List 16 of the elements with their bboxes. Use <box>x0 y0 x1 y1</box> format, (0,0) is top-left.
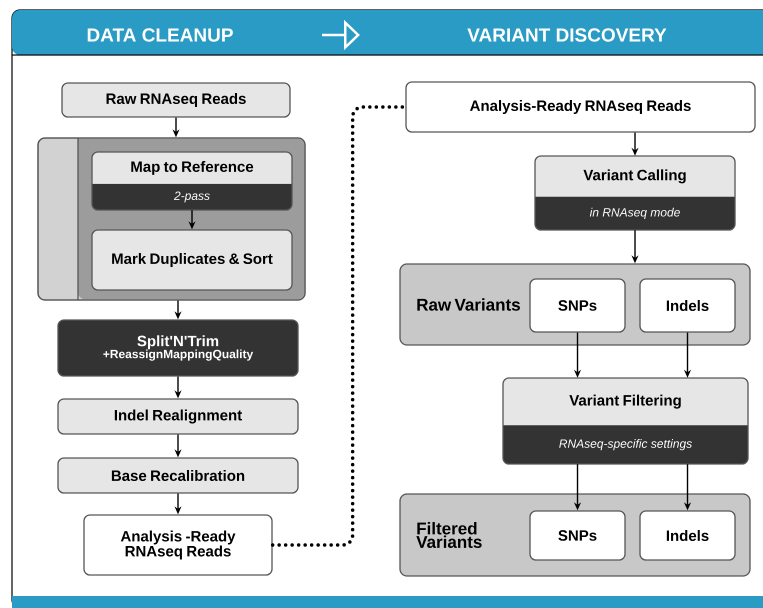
data-box: Analysis-Ready RNAseq Reads <box>405 81 756 133</box>
data-box: Indels <box>639 510 736 561</box>
step-box: Variant Filtering RNAseq-specific settings <box>502 377 749 465</box>
data-box: SNPs <box>529 278 626 333</box>
step-box: Split'N'Trim +ReassignMappingQuality <box>57 319 299 377</box>
data-box: SNPs <box>529 510 626 561</box>
step-box: Raw RNAseq Reads <box>61 82 291 118</box>
step-box: Variant Calling in RNAseq mode <box>534 155 736 231</box>
data-box: Indels <box>639 278 736 333</box>
step-box: Base Recalibration <box>57 457 299 494</box>
data-box: Analysis -Ready RNAseq Reads <box>83 514 273 576</box>
section-title: VARIANT DISCOVERY <box>467 28 666 42</box>
step-box: Mark Duplicates & Sort <box>91 229 293 291</box>
section-title: DATA CLEANUP <box>88 28 233 42</box>
step-box: Indel Realignment <box>57 398 299 435</box>
step-box: Map to Reference 2-pass <box>91 151 293 211</box>
